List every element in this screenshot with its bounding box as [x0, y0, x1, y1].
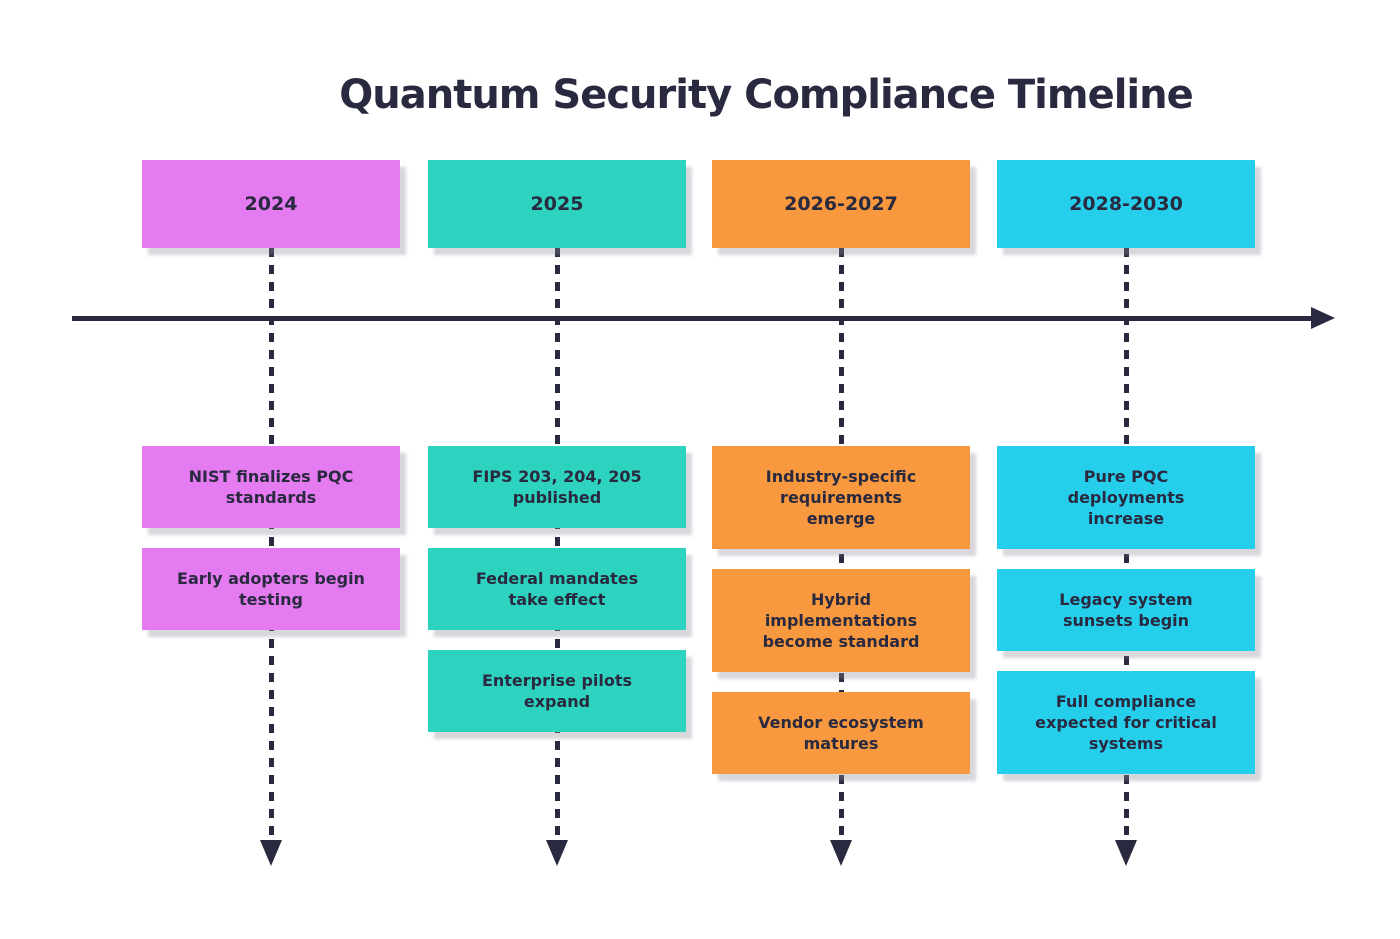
connector-dashed-line — [554, 248, 560, 840]
period-header-label: 2028-2030 — [1069, 193, 1183, 215]
milestone-card-stack: Pure PQC deployments increase Legacy sys… — [997, 446, 1255, 774]
connector-dashed-line — [268, 248, 274, 840]
milestone-card-stack: NIST finalizes PQC standards Early adopt… — [142, 446, 400, 630]
milestone-card-stack: FIPS 203, 204, 205 published Federal man… — [428, 446, 686, 732]
period-header-label: 2026-2027 — [784, 193, 898, 215]
timeline-column-2028-2030: 2028-2030 Pure PQC deployments increase … — [997, 160, 1255, 900]
timeline-column-2025: 2025 FIPS 203, 204, 205 published Federa… — [428, 160, 686, 900]
milestone-card-2026-1: Industry-specific requirements emerge — [712, 446, 970, 549]
period-header-label: 2025 — [530, 193, 584, 215]
milestone-card-2025-1: FIPS 203, 204, 205 published — [428, 446, 686, 528]
period-header-2026-2027: 2026-2027 — [712, 160, 970, 248]
down-arrowhead-icon — [260, 840, 282, 866]
timeline-column-2026-2027: 2026-2027 Industry-specific requirements… — [712, 160, 970, 900]
milestone-card-2024-1: NIST finalizes PQC standards — [142, 446, 400, 528]
milestone-card-2026-2: Hybrid implementations become standard — [712, 569, 970, 672]
period-header-2025: 2025 — [428, 160, 686, 248]
page-title: Quantum Security Compliance Timeline — [339, 72, 1193, 118]
timeline-column-2024: 2024 NIST finalizes PQC standards Early … — [142, 160, 400, 900]
milestone-card-2024-2: Early adopters begin testing — [142, 548, 400, 630]
milestone-card-2028-2: Legacy system sunsets begin — [997, 569, 1255, 651]
timeline-axis-arrowhead-icon — [1311, 307, 1335, 329]
milestone-card-2028-3: Full compliance expected for critical sy… — [997, 671, 1255, 774]
milestone-card-2025-3: Enterprise pilots expand — [428, 650, 686, 732]
milestone-card-2025-2: Federal mandates take effect — [428, 548, 686, 630]
period-header-2028-2030: 2028-2030 — [997, 160, 1255, 248]
down-arrowhead-icon — [546, 840, 568, 866]
period-header-label: 2024 — [244, 193, 298, 215]
down-arrowhead-icon — [1115, 840, 1137, 866]
timeline-axis-line — [72, 316, 1312, 321]
milestone-card-2028-1: Pure PQC deployments increase — [997, 446, 1255, 549]
milestone-card-stack: Industry-specific requirements emerge Hy… — [712, 446, 970, 774]
milestone-card-2026-3: Vendor ecosystem matures — [712, 692, 970, 774]
period-header-2024: 2024 — [142, 160, 400, 248]
down-arrowhead-icon — [830, 840, 852, 866]
